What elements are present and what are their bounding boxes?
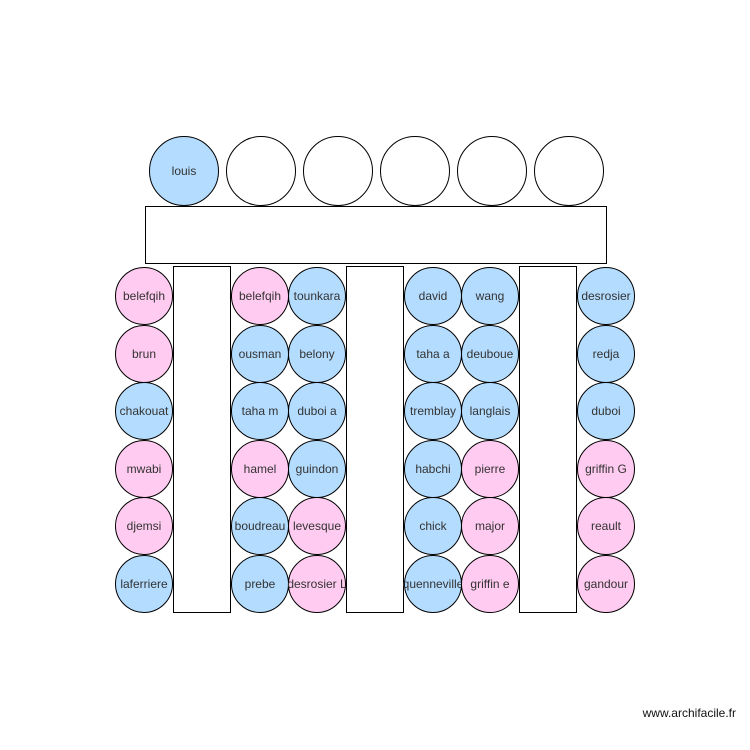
head-seat-2 — [226, 136, 296, 206]
seat-c4-r3: tremblay — [404, 382, 462, 440]
seat-c2-r3: taha m — [231, 382, 289, 440]
seat-c6-r2: redja — [577, 325, 635, 383]
seat-c1-r2: brun — [115, 325, 173, 383]
seat-c2-r6: prebe — [231, 555, 289, 613]
seat-c6-r6: gandour — [577, 555, 635, 613]
seat-c4-r5: chick — [404, 497, 462, 555]
head-seat-6 — [534, 136, 604, 206]
seat-c1-r4: mwabi — [115, 440, 173, 498]
seat-c1-r6: laferriere — [115, 555, 173, 613]
long-table-3 — [519, 266, 577, 613]
head-table — [145, 206, 607, 264]
long-table-2 — [346, 266, 404, 613]
seat-c5-r3: langlais — [461, 382, 519, 440]
seat-c5-r5: major — [461, 497, 519, 555]
seat-c6-r5: reault — [577, 497, 635, 555]
seat-c2-r5: boudreau — [231, 497, 289, 555]
seat-c2-r2: ousman — [231, 325, 289, 383]
seat-c4-r6: quenneville — [403, 555, 463, 613]
seat-c5-r1: wang — [461, 267, 519, 325]
seat-c1-r1: belefqih — [115, 267, 173, 325]
seat-c4-r4: habchi — [404, 440, 462, 498]
watermark: www.archifacile.fr — [642, 706, 736, 720]
seat-c3-r6: desrosier L — [287, 555, 347, 613]
seat-c5-r4: pierre — [461, 440, 519, 498]
seat-c3-r4: guindon — [288, 440, 346, 498]
head-seat-5 — [457, 136, 527, 206]
seat-c1-r3: chakouat — [115, 382, 173, 440]
seat-c4-r1: david — [404, 267, 462, 325]
seat-c6-r3: duboi — [577, 382, 635, 440]
seat-c3-r1: tounkara — [288, 267, 346, 325]
head-seat-1: louis — [149, 136, 219, 206]
seat-c1-r5: djemsi — [115, 497, 173, 555]
head-seat-3 — [303, 136, 373, 206]
seat-c3-r5: levesque — [288, 497, 346, 555]
long-table-1 — [173, 266, 231, 613]
seat-c3-r2: belony — [288, 325, 346, 383]
seat-c3-r3: duboi a — [288, 382, 346, 440]
seat-c6-r1: desrosier — [577, 267, 635, 325]
seat-c5-r2: deuboue — [461, 325, 519, 383]
seat-c6-r4: griffin G — [577, 440, 635, 498]
seat-c2-r4: hamel — [231, 440, 289, 498]
seat-c2-r1: belefqih — [231, 267, 289, 325]
seat-c4-r2: taha a — [404, 325, 462, 383]
seat-c5-r6: griffin e — [461, 555, 519, 613]
head-seat-4 — [380, 136, 450, 206]
